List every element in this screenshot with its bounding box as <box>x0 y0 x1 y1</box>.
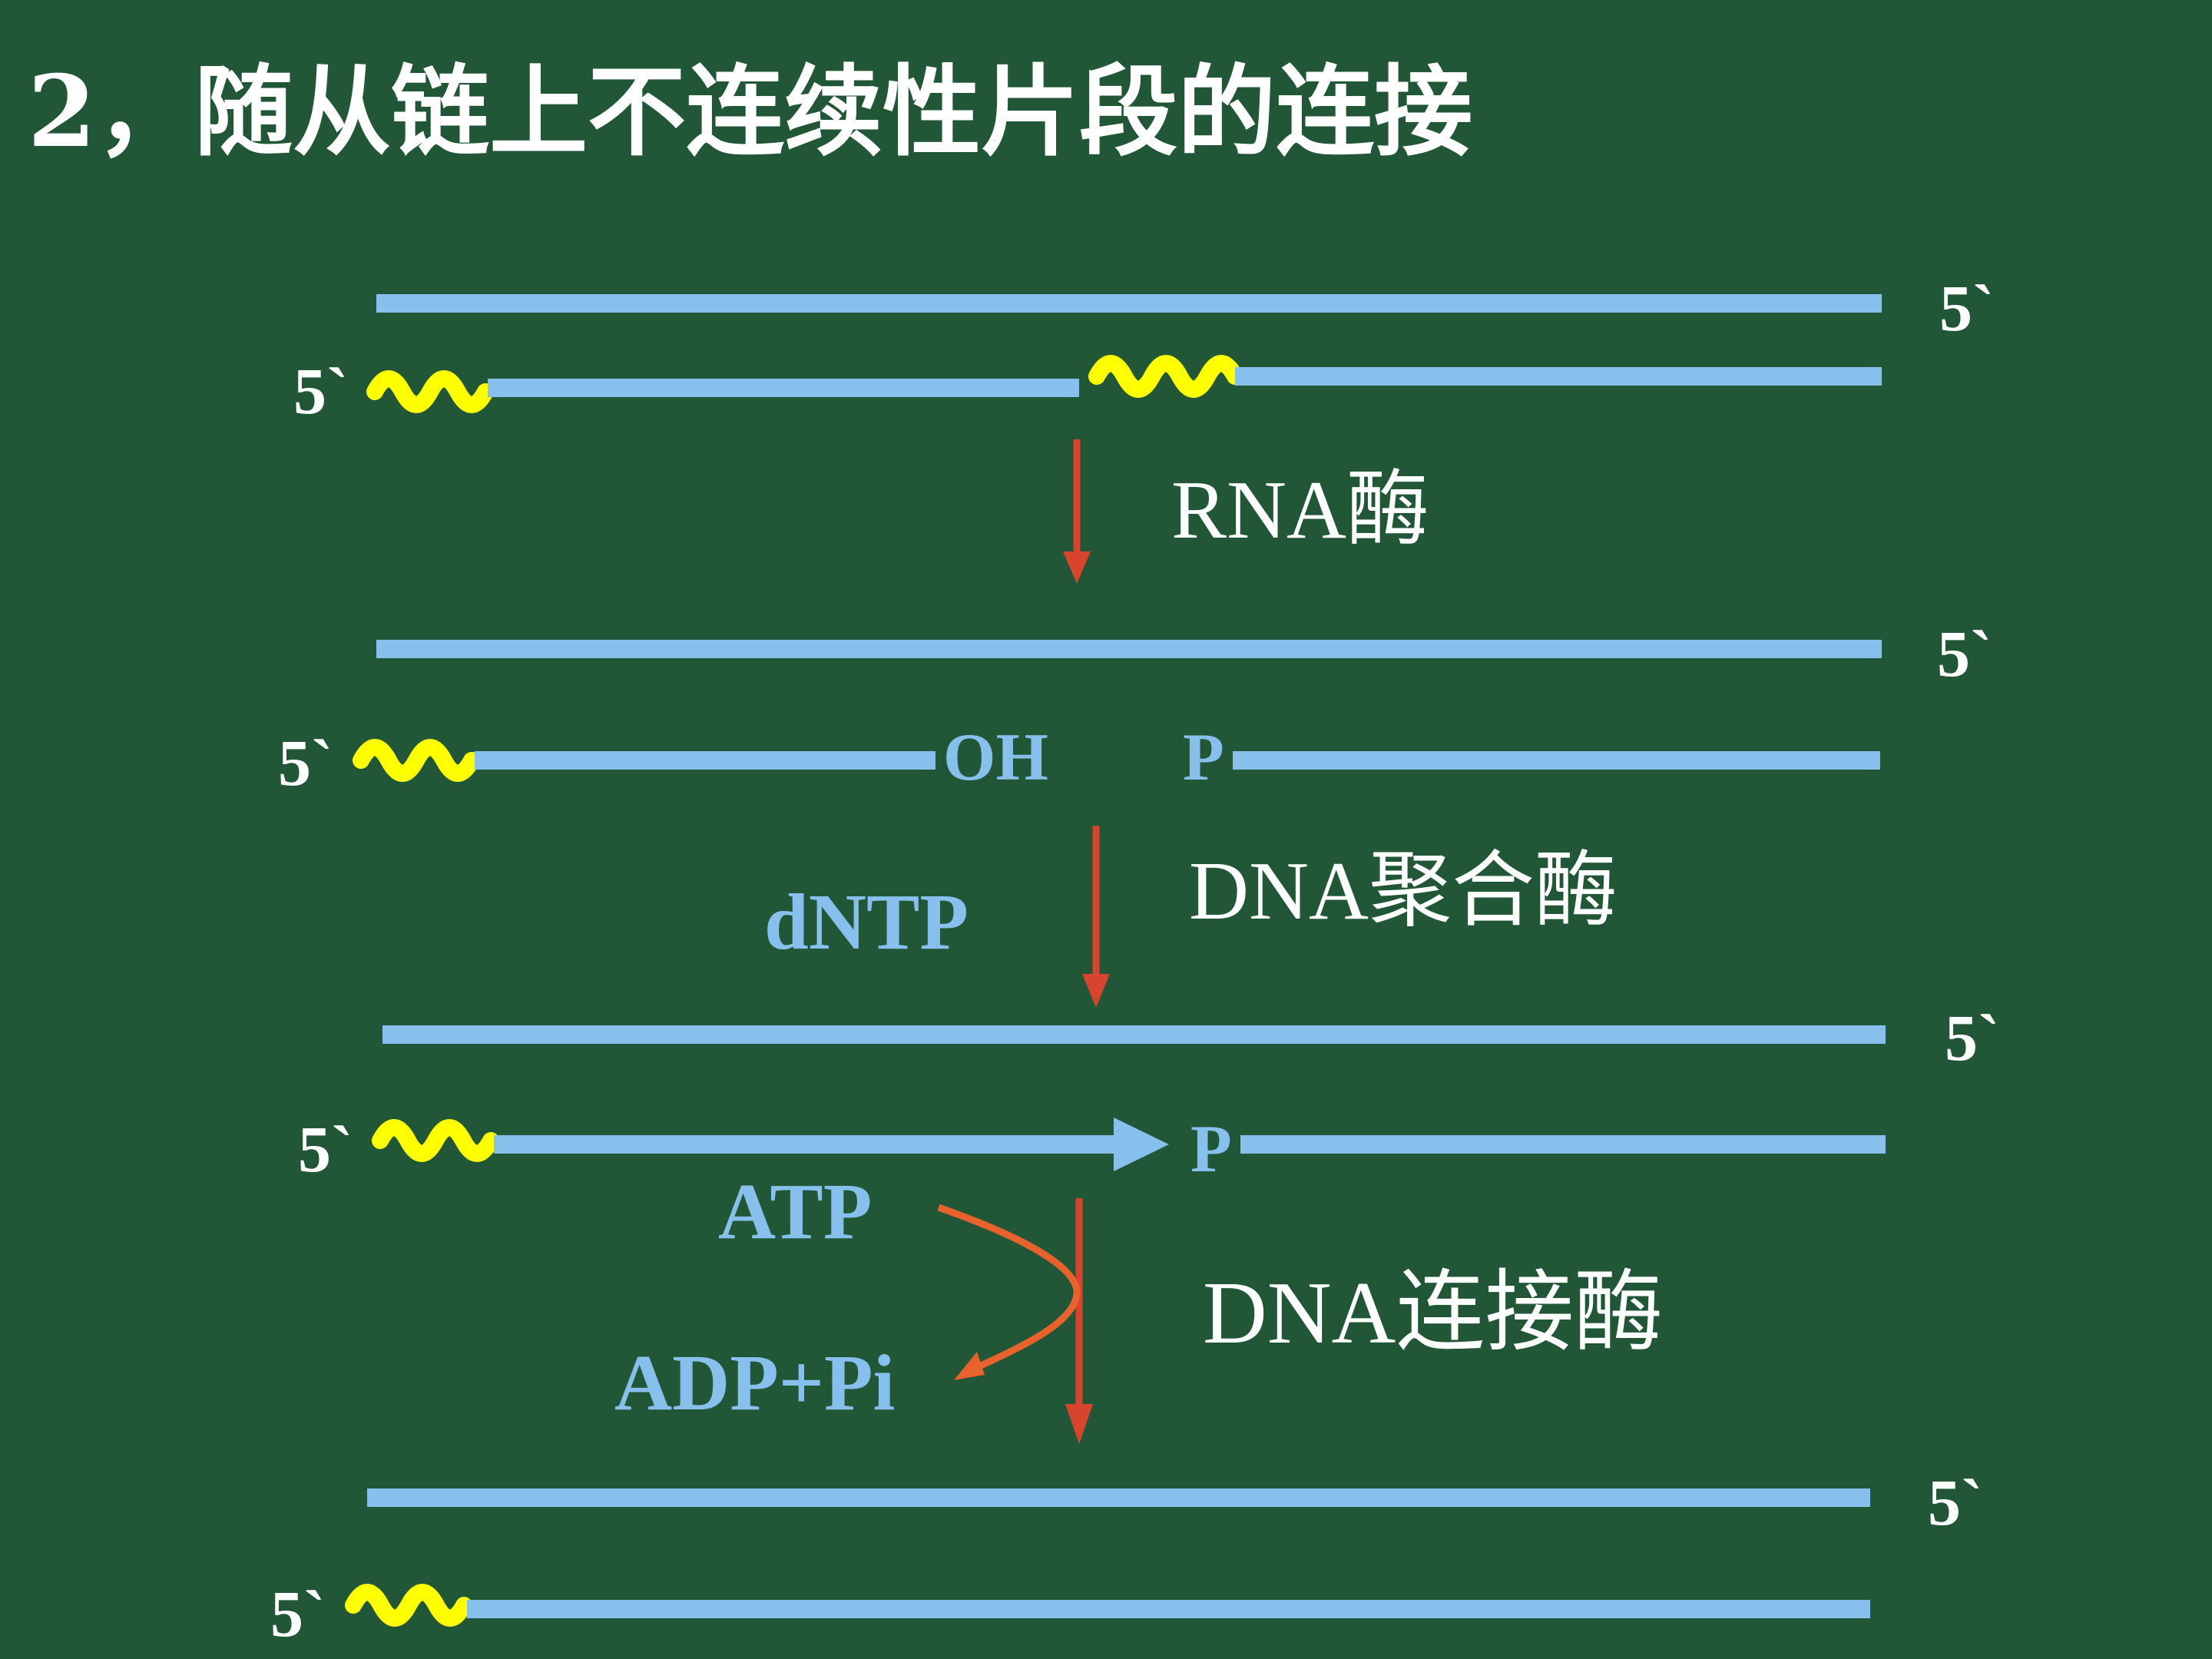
page-title: 2，随从链上不连续性片段的连接 <box>28 55 1472 170</box>
dna-ligase-label: DNA连接酶 <box>1203 1264 1663 1363</box>
stage-3: 5` 5` P <box>298 1001 2000 1187</box>
dntp-label: dNTP <box>764 878 969 966</box>
five-prime-label: 5` <box>1945 1001 2000 1075</box>
five-prime-label: 5` <box>298 1112 353 1186</box>
reaction-arrow <box>1065 1198 1093 1444</box>
oh-end-label: OH <box>943 720 1048 795</box>
stage-4: 5` 5` <box>270 1465 1983 1651</box>
extension-arrowhead <box>1114 1118 1169 1171</box>
five-prime-label: 5` <box>1937 617 1992 690</box>
rna-enzyme-label: RNA酶 <box>1171 465 1429 556</box>
five-prime-label: 5` <box>293 354 349 428</box>
phosphate-label: P <box>1190 1112 1232 1187</box>
rna-primer <box>366 370 494 413</box>
rna-primer <box>353 739 480 782</box>
reaction-arrow <box>1063 439 1091 584</box>
reaction-arrow <box>1082 826 1110 1008</box>
rna-primer <box>1088 355 1243 398</box>
stage-1: 5` 5` <box>293 271 1995 428</box>
adp-pi-label: ADP+Pi <box>614 1339 895 1427</box>
rna-primer <box>345 1584 472 1627</box>
five-prime-label: 5` <box>1928 1465 1983 1539</box>
rna-primer <box>372 1119 499 1162</box>
atp-label: ATP <box>718 1167 872 1256</box>
stage-2: 5` 5` OH P <box>278 617 1992 800</box>
five-prime-label: 5` <box>270 1577 326 1651</box>
dna-polymerase-label: DNA聚合酶 <box>1189 846 1618 937</box>
five-prime-label: 5` <box>1939 271 1995 345</box>
phosphate-label: P <box>1183 720 1224 795</box>
five-prime-label: 5` <box>278 726 333 800</box>
atp-hydrolysis-arrow <box>937 1204 1081 1380</box>
